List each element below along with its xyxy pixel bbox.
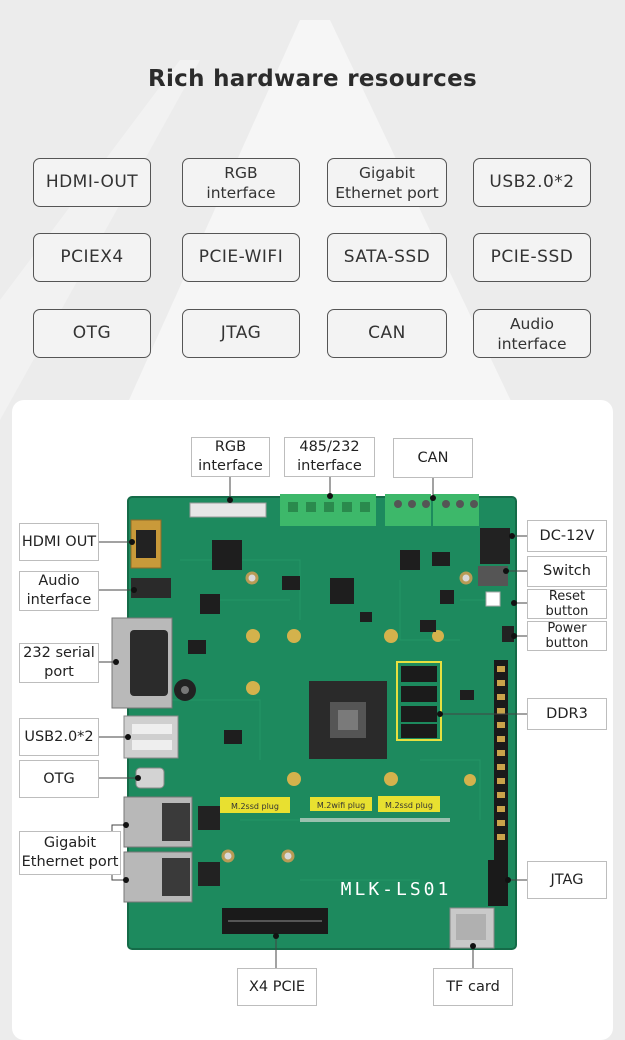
callout-hdmi-out: HDMI OUT (19, 523, 99, 561)
feature-hdmi-out: HDMI-OUT (33, 158, 151, 207)
callout-x4-pcie: X4 PCIE (237, 968, 317, 1006)
board-model: MLK-LS01 (341, 879, 452, 900)
callout-tf-card: TF card (433, 968, 513, 1006)
callout-232-serial-port: 232 serial port (19, 643, 99, 683)
callout-audio-interface: Audio interface (19, 571, 99, 611)
callout-jtag: JTAG (527, 861, 607, 899)
power-button (502, 626, 514, 642)
feature-pcie-ssd: PCIE-SSD (473, 233, 591, 282)
m2-slot-3 (378, 796, 440, 812)
feature-pciex4: PCIEX4 (33, 233, 151, 282)
can-terminal-1 (385, 494, 431, 526)
dc-jack (480, 528, 510, 564)
power-switch (478, 566, 508, 586)
m2-slot-label-3: M.2ssd plug (385, 801, 433, 810)
callout-rgb-interface: RGB interface (191, 437, 270, 477)
callout-485-232-interface: 485/232 interface (284, 437, 375, 477)
jtag-header (488, 860, 508, 906)
reset-button (485, 591, 501, 607)
feature-usb: USB2.0*2 (473, 158, 591, 207)
m2-slot-1 (220, 797, 290, 813)
callout-otg: OTG (19, 760, 99, 798)
feature-sata-ssd: SATA-SSD (327, 233, 447, 282)
callout-switch: Switch (527, 556, 607, 587)
feature-pcie-wifi: PCIE-WIFI (182, 233, 300, 282)
callout-gigabit-ethernet: Gigabit Ethernet port (19, 831, 121, 875)
callout-can: CAN (393, 438, 473, 478)
can-terminal-2 (433, 494, 479, 526)
feature-audio-interface: Audio interface (473, 309, 591, 358)
callout-reset-button: Reset button (527, 589, 607, 619)
feature-gigabit-ethernet: Gigabit Ethernet port (327, 158, 447, 207)
feature-otg: OTG (33, 309, 151, 358)
callout-usb: USB2.0*2 (19, 718, 99, 756)
usb-port (123, 715, 179, 759)
feature-can: CAN (327, 309, 447, 358)
callout-dc-12v: DC-12V (527, 520, 607, 552)
callout-ddr3: DDR3 (527, 698, 607, 730)
gpio-header (494, 660, 508, 860)
feature-rgb-interface: RGB interface (182, 158, 300, 207)
feature-jtag: JTAG (182, 309, 300, 358)
m2-slot-label-1: M.2ssd plug (231, 802, 279, 811)
audio-jack (131, 578, 171, 598)
page-title: Rich hardware resources (147, 66, 477, 92)
m2-slot-label-2: M.2wifi plug (317, 801, 365, 810)
callout-power-button: Power button (527, 621, 607, 651)
m2-slot-2 (310, 797, 372, 811)
ddr3-chips (396, 661, 442, 741)
